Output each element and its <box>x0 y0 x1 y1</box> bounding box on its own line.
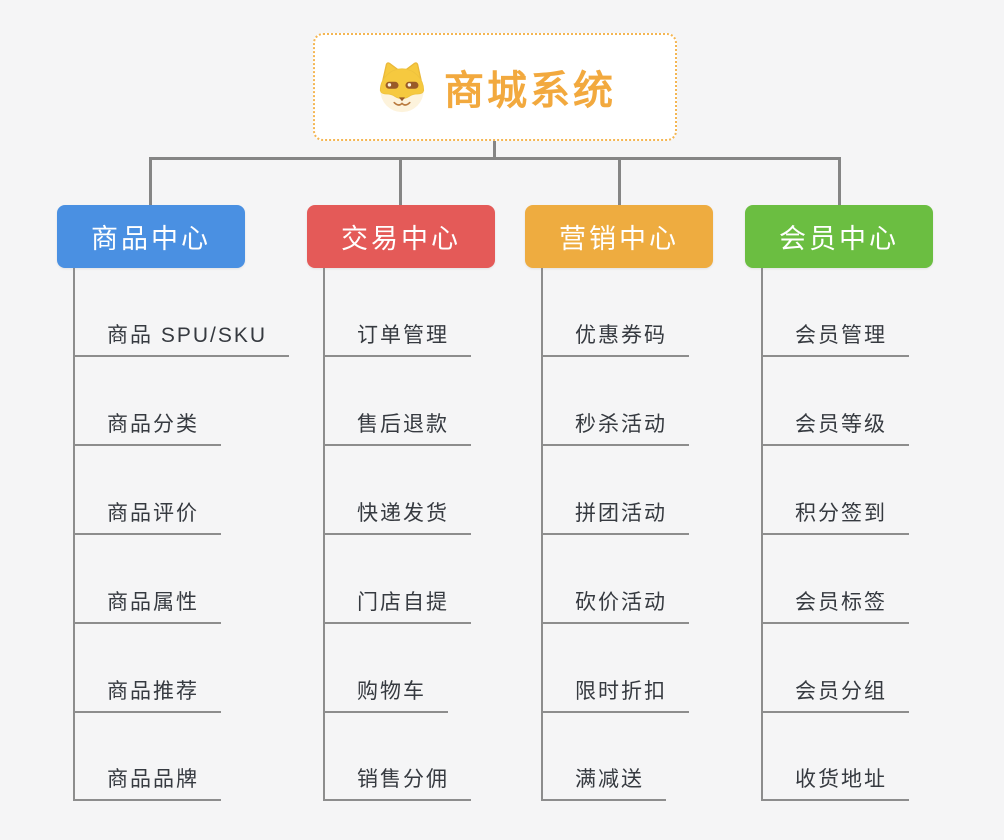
branch-topic[interactable]: 营销中心 <box>525 205 713 268</box>
connector-drop <box>838 157 841 205</box>
subtopic[interactable]: 商品分类 <box>73 406 221 446</box>
subtopic[interactable]: 订单管理 <box>323 317 471 357</box>
subtopic[interactable]: 限时折扣 <box>541 673 689 713</box>
subtopic[interactable]: 售后退款 <box>323 406 471 446</box>
shiba-dog-icon <box>379 62 425 113</box>
root-topic[interactable]: 商城系统 <box>313 33 677 141</box>
branch-topic[interactable]: 会员中心 <box>745 205 933 268</box>
connector-drop <box>399 157 402 205</box>
subtopic[interactable]: 优惠券码 <box>541 317 689 357</box>
subtopic[interactable]: 商品评价 <box>73 495 221 535</box>
subtopic[interactable]: 购物车 <box>323 673 448 713</box>
root-topic-label: 商城系统 <box>444 69 616 113</box>
connector-drop <box>149 157 152 205</box>
subtopic[interactable]: 收货地址 <box>761 761 909 801</box>
connector-bus <box>149 157 841 160</box>
subtopic[interactable]: 门店自提 <box>323 584 471 624</box>
branch-topic[interactable]: 商品中心 <box>57 205 245 268</box>
subtopic[interactable]: 快递发货 <box>323 495 471 535</box>
connector-root-stem <box>493 141 496 158</box>
subtopic[interactable]: 满减送 <box>541 761 666 801</box>
subtopic[interactable]: 商品品牌 <box>73 761 221 801</box>
subtopic[interactable]: 商品 SPU/SKU <box>73 317 290 357</box>
subtopic[interactable]: 会员标签 <box>761 584 909 624</box>
subtopic[interactable]: 商品属性 <box>73 584 221 624</box>
connector-drop <box>618 157 621 205</box>
subtopic[interactable]: 砍价活动 <box>541 584 689 624</box>
subtopic[interactable]: 会员等级 <box>761 406 909 446</box>
subtopic[interactable]: 会员分组 <box>761 673 909 713</box>
subtopic[interactable]: 商品推荐 <box>73 673 221 713</box>
subtopic[interactable]: 积分签到 <box>761 495 909 535</box>
subtopic[interactable]: 销售分佣 <box>323 761 471 801</box>
branch-topic[interactable]: 交易中心 <box>307 205 495 268</box>
subtopic[interactable]: 会员管理 <box>761 317 909 357</box>
subtopic[interactable]: 拼团活动 <box>541 495 689 535</box>
subtopic[interactable]: 秒杀活动 <box>541 406 689 446</box>
